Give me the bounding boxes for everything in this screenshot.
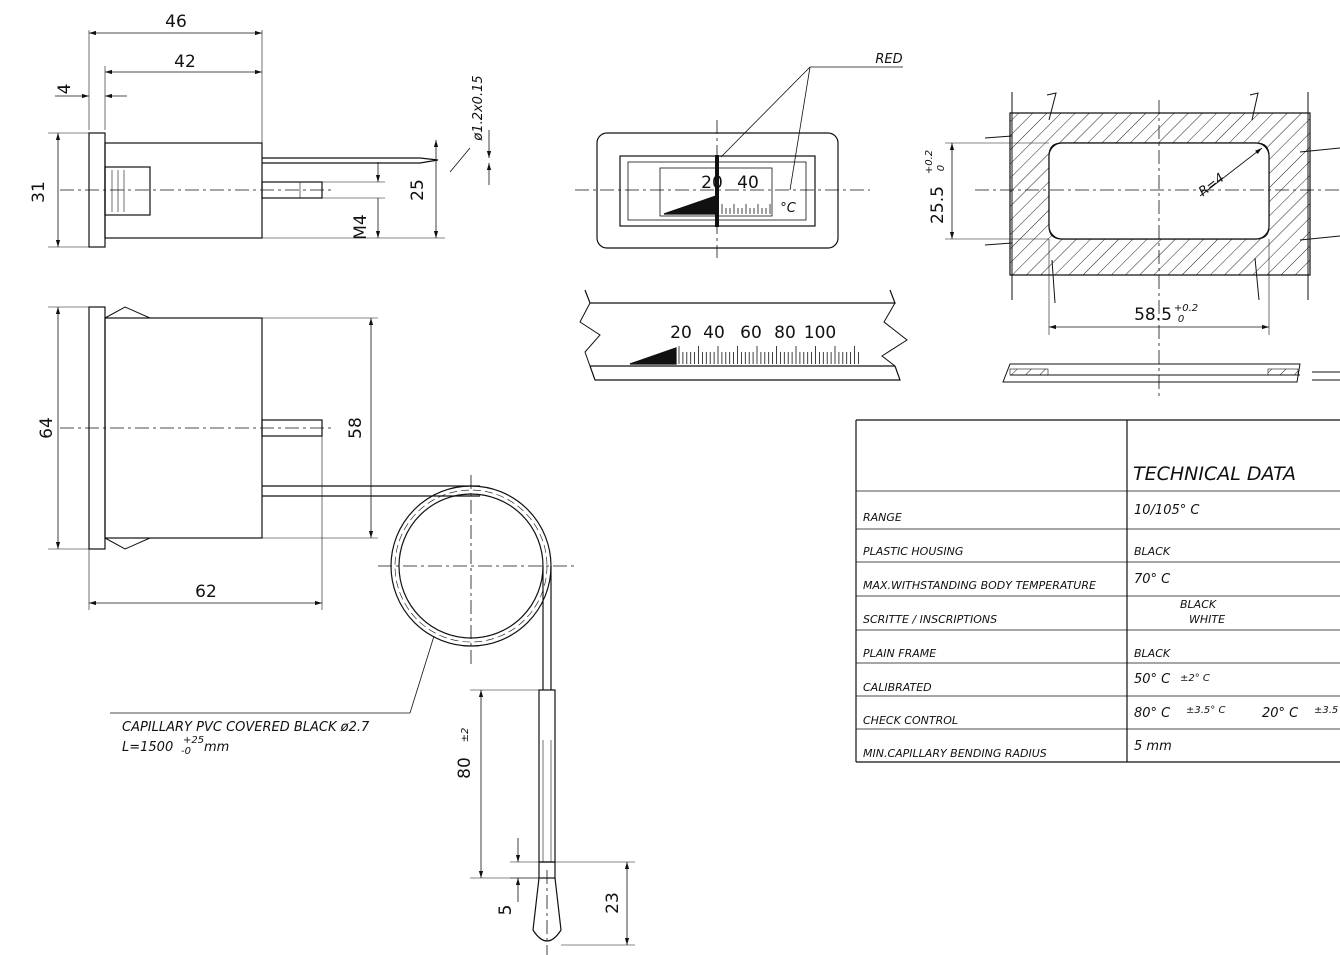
lower-view-labels: 64 58 62 CAPILLARY PVC COVERED BLACK ø2.… <box>37 417 623 915</box>
dim-58: 58 <box>346 417 366 439</box>
row-check-label: CHECK CONTROL <box>863 714 958 727</box>
technical-data-table <box>855 419 1340 763</box>
scale-label-60: 60 <box>740 323 762 343</box>
dim-46: 46 <box>165 12 187 32</box>
dim-42: 42 <box>174 52 196 72</box>
row-calibrated-tol: ±2° C <box>1180 673 1210 684</box>
scale-label-100: 100 <box>804 323 836 343</box>
cutout-width-tol-lower: 0 <box>1178 314 1184 325</box>
bulb <box>538 689 556 863</box>
technical-data-text: TECHNICAL DATA RANGE 10/105° C PLASTIC H… <box>863 463 1338 760</box>
front-scale-label-20: 20 <box>701 173 723 193</box>
dim-80: 80 <box>455 757 475 779</box>
row-range-value: 10/105° C <box>1134 503 1200 518</box>
side-thread-block <box>104 166 151 216</box>
front-view <box>575 66 903 258</box>
row-calibrated-label: CALIBRATED <box>863 681 932 694</box>
row-housing-label: PLASTIC HOUSING <box>863 545 963 558</box>
row-max-temp-label: MAX.WITHSTANDING BODY TEMPERATURE <box>863 579 1096 592</box>
scale-label-40: 40 <box>703 323 725 343</box>
scale-label-80: 80 <box>774 323 796 343</box>
row-check-tol-a: ±3.5° C <box>1186 705 1225 716</box>
front-ticks <box>721 204 771 214</box>
capillary-note-line2: L=1500 <box>122 740 173 755</box>
scale-detail-labels: 20 40 60 80 100 <box>670 323 836 343</box>
scale-detail <box>579 289 908 381</box>
capillary-note-tol-upper: +25 <box>183 735 204 746</box>
front-view-labels: RED 20 40 °C <box>701 52 902 216</box>
dim-4: 4 <box>55 84 75 95</box>
panel-cutout <box>945 92 1340 400</box>
row-inscriptions-value-white: WHITE <box>1189 613 1225 626</box>
dim-25: 25 <box>408 179 428 201</box>
cutout-height: 25.5 <box>928 186 948 224</box>
technical-data-title: TECHNICAL DATA <box>1133 463 1296 485</box>
dim-5: 5 <box>496 905 516 916</box>
lower-view <box>48 306 635 955</box>
cutout-height-tol-lower: 0 <box>936 165 947 171</box>
scale-detail-ticks <box>678 346 859 364</box>
side-body <box>104 142 263 239</box>
front-unit: °C <box>780 201 797 216</box>
scale-bottom-break <box>589 365 901 381</box>
row-check-tol-b: ±3.5 <box>1314 705 1338 716</box>
row-range-label: RANGE <box>863 511 902 524</box>
capillary-note-unit: mm <box>204 740 229 755</box>
front-scale-label-40: 40 <box>737 173 759 193</box>
capillary-note-line1: CAPILLARY PVC COVERED BLACK ø2.7 <box>122 720 370 735</box>
row-calibrated-value: 50° C <box>1134 672 1171 687</box>
dim-panel-thickness: ø1.2x0.15 <box>471 75 486 141</box>
dim-64: 64 <box>37 417 57 439</box>
row-frame-label: PLAIN FRAME <box>863 647 936 660</box>
dim-31: 31 <box>29 181 49 203</box>
cutout-width: 58.5 <box>1134 305 1172 325</box>
front-frame <box>596 132 839 249</box>
dim-m4: M4 <box>351 214 371 239</box>
row-check-value-a: 80° C <box>1134 706 1171 721</box>
dim-62: 62 <box>195 582 217 602</box>
row-housing-value: BLACK <box>1134 545 1171 558</box>
row-max-temp-value: 70° C <box>1134 572 1171 587</box>
front-wedge <box>663 195 717 215</box>
scale-label-20: 20 <box>670 323 692 343</box>
side-view <box>48 30 492 248</box>
scale-top-break <box>584 289 896 304</box>
dim-23: 23 <box>603 892 623 914</box>
row-check-value-b: 20° C <box>1262 706 1299 721</box>
row-inscriptions-label: SCRITTE / INSCRIPTIONS <box>863 613 997 626</box>
row-frame-value: BLACK <box>1134 647 1171 660</box>
side-view-labels: 46 42 4 31 25 M4 ø1.2x0.15 <box>29 12 486 240</box>
dim-80-tol: ±2 <box>460 728 471 743</box>
row-bending-label: MIN.CAPILLARY BENDING RADIUS <box>863 747 1047 760</box>
pointer-color-label: RED <box>875 52 902 67</box>
cutout-width-tol-upper: +0.2 <box>1174 303 1198 314</box>
row-bending-value: 5 mm <box>1134 739 1172 754</box>
row-inscriptions-value-black: BLACK <box>1180 598 1217 611</box>
capillary-note-tol-lower: -0 <box>181 746 191 757</box>
cutout-height-tol-upper: +0.2 <box>924 150 935 174</box>
